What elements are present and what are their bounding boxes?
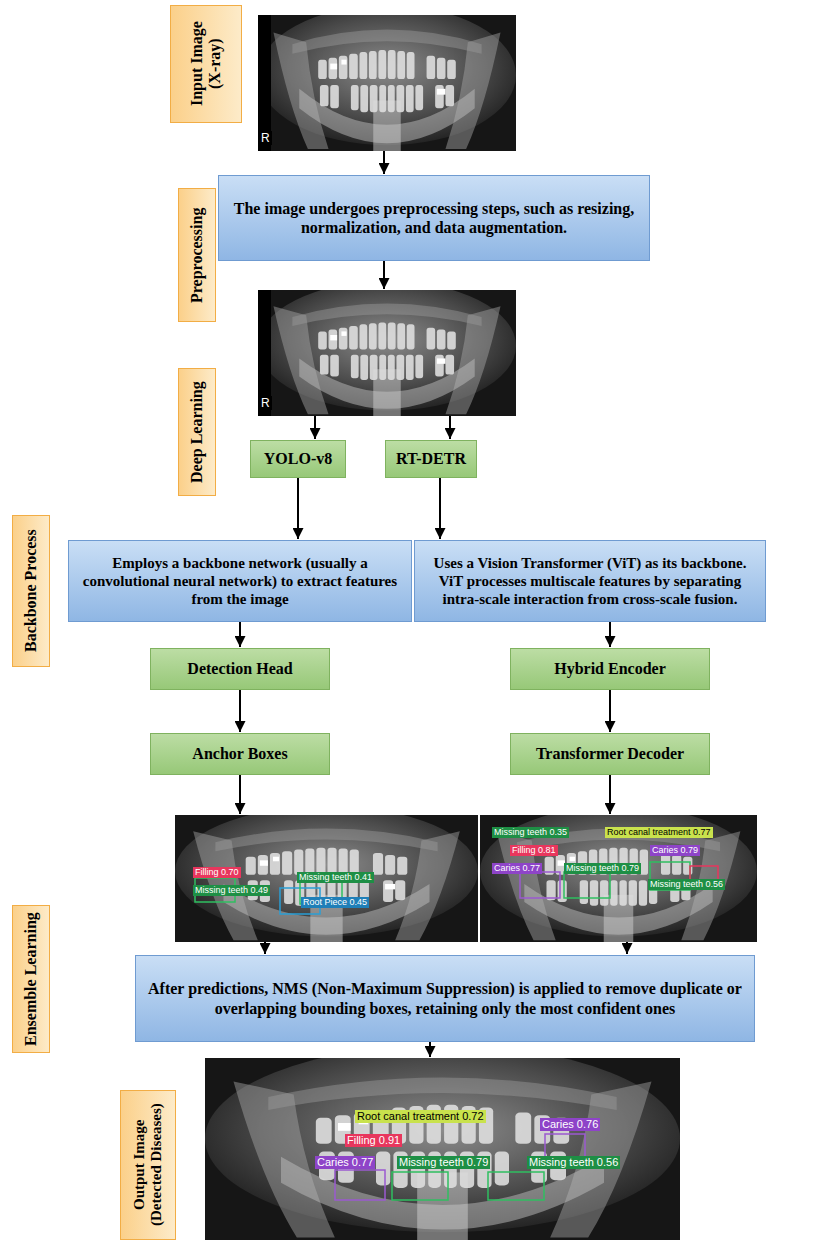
box-text: Transformer Decoder bbox=[536, 744, 684, 763]
detection-label: Caries 0.77 bbox=[492, 863, 542, 874]
box-text: YOLO-v8 bbox=[264, 449, 332, 468]
box-text: Deep Learning bbox=[188, 373, 206, 491]
process-box: Uses a Vision Transformer (ViT) as its b… bbox=[414, 540, 766, 622]
flow-arrow bbox=[609, 775, 611, 814]
stage-label: Backbone Process bbox=[12, 515, 50, 667]
detection-label: Root Piece 0.45 bbox=[301, 897, 369, 908]
stage-label: Deep Learning bbox=[178, 368, 216, 496]
box-text: Uses a Vision Transformer (ViT) as its b… bbox=[423, 554, 757, 608]
box-text: Output Image (Detected Diseases) bbox=[131, 1095, 166, 1235]
detection-label: Caries 0.77 bbox=[315, 1156, 375, 1169]
flow-arrow bbox=[264, 942, 266, 954]
flow-arrow bbox=[239, 690, 241, 732]
detection-label: Missing teeth 0.56 bbox=[527, 1156, 620, 1169]
detection-label: Missing teeth 0.79 bbox=[564, 863, 641, 874]
flow-arrow bbox=[449, 416, 451, 439]
model-box: Anchor Boxes bbox=[150, 733, 330, 775]
xray-image: R bbox=[258, 15, 516, 151]
box-text: RT-DETR bbox=[396, 449, 466, 468]
yolo-result-xray bbox=[175, 806, 478, 942]
input-xray bbox=[258, 5, 516, 151]
xray-image: Missing teeth 0.35 Root canal treatment 0… bbox=[480, 815, 757, 942]
box-text: Anchor Boxes bbox=[192, 744, 287, 763]
box-text: After predictions, NMS (Non-Maximum Supp… bbox=[144, 979, 746, 1017]
model-box: Hybrid Encoder bbox=[510, 648, 710, 690]
stage-label: Output Image (Detected Diseases) bbox=[120, 1090, 176, 1240]
box-text: Input Image (X-ray) bbox=[188, 10, 225, 118]
stage-label: Ensemble Learning bbox=[12, 905, 50, 1053]
detection-label: Missing teeth 0.49 bbox=[193, 885, 270, 896]
box-text: The image undergoes preprocessing steps,… bbox=[227, 199, 641, 237]
flow-arrow bbox=[609, 690, 611, 732]
detection-label: Root canal treatment 0.72 bbox=[355, 1110, 486, 1123]
flow-arrow bbox=[297, 478, 299, 539]
output-xray bbox=[205, 1045, 680, 1240]
detection-label: Missing teeth 0.35 bbox=[492, 827, 569, 838]
model-box: YOLO-v8 bbox=[250, 440, 346, 478]
detection-label: R bbox=[259, 131, 272, 145]
film-strip bbox=[258, 15, 271, 151]
process-box: After predictions, NMS (Non-Maximum Supp… bbox=[135, 955, 755, 1042]
process-box: Employs a backbone network (usually a co… bbox=[68, 540, 412, 622]
detection-label: Missing teeth 0.79 bbox=[397, 1156, 490, 1169]
detection-label: Caries 0.79 bbox=[650, 845, 700, 856]
xray-image: R bbox=[258, 290, 516, 416]
box-text: Backbone Process bbox=[22, 520, 40, 662]
process-box: The image undergoes preprocessing steps,… bbox=[218, 175, 650, 261]
detection-label: Caries 0.76 bbox=[540, 1118, 600, 1131]
detection-label: Filling 0.70 bbox=[193, 867, 241, 878]
box-text: Preprocessing bbox=[188, 193, 206, 317]
stage-label: Input Image (X-ray) bbox=[170, 5, 242, 123]
model-box: Detection Head bbox=[150, 648, 330, 690]
preprocessed-xray bbox=[258, 281, 516, 416]
flow-arrow bbox=[239, 775, 241, 814]
xray-image: Root canal treatment 0.72Filling 0.91Car… bbox=[205, 1058, 680, 1240]
flow-arrow bbox=[314, 416, 316, 439]
box-text: Detection Head bbox=[187, 659, 292, 678]
xray-image: Filling 0.70Missing teeth 0.49Root Piece… bbox=[175, 815, 478, 942]
detection-label: R bbox=[259, 396, 272, 410]
model-box: RT-DETR bbox=[385, 440, 477, 478]
flow-arrow bbox=[429, 1042, 431, 1057]
model-box: Transformer Decoder bbox=[510, 733, 710, 775]
detection-label: Root canal treatment 0.77 bbox=[605, 827, 713, 838]
flow-arrow bbox=[609, 622, 611, 647]
stage-label: Preprocessing bbox=[178, 188, 216, 322]
flow-arrow bbox=[239, 622, 241, 647]
detection-label: Filling 0.81 bbox=[510, 845, 558, 856]
flow-arrow bbox=[383, 261, 385, 289]
flow-arrow bbox=[439, 478, 441, 539]
detection-label: Filling 0.91 bbox=[345, 1134, 402, 1147]
flow-arrow bbox=[626, 942, 628, 954]
box-text: Ensemble Learning bbox=[22, 910, 40, 1048]
film-strip bbox=[258, 290, 271, 416]
rtdetr-result-xray bbox=[480, 806, 757, 942]
box-text: Hybrid Encoder bbox=[554, 659, 666, 678]
box-text: Employs a backbone network (usually a co… bbox=[77, 554, 403, 608]
detection-label: Missing teeth 0.41 bbox=[297, 872, 374, 883]
flow-arrow bbox=[383, 151, 385, 174]
detection-label: Missing teeth 0.56 bbox=[648, 879, 725, 890]
